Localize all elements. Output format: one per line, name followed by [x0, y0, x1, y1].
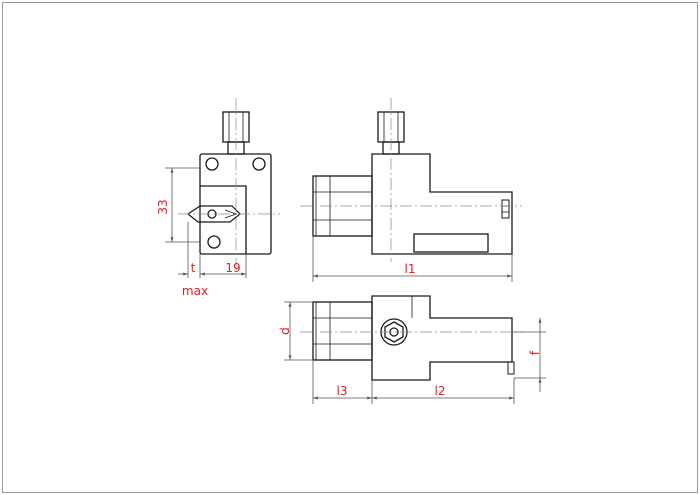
side-view — [300, 98, 522, 262]
dim-t: t — [191, 261, 196, 275]
dim-max: max — [182, 284, 208, 298]
dim-33: 33 — [156, 199, 170, 214]
dim-l2: l2 — [435, 384, 446, 398]
l1-dimension — [312, 236, 513, 282]
dim-d: d — [278, 327, 292, 335]
top-view-dimensions — [284, 301, 546, 404]
top-view — [300, 295, 522, 381]
front-view-dimensions — [165, 167, 247, 278]
dim-f: f — [528, 350, 542, 355]
dim-19: 19 — [225, 261, 240, 275]
front-view — [178, 98, 280, 270]
dim-l1: l1 — [405, 262, 416, 276]
dim-l3: l3 — [337, 384, 348, 398]
